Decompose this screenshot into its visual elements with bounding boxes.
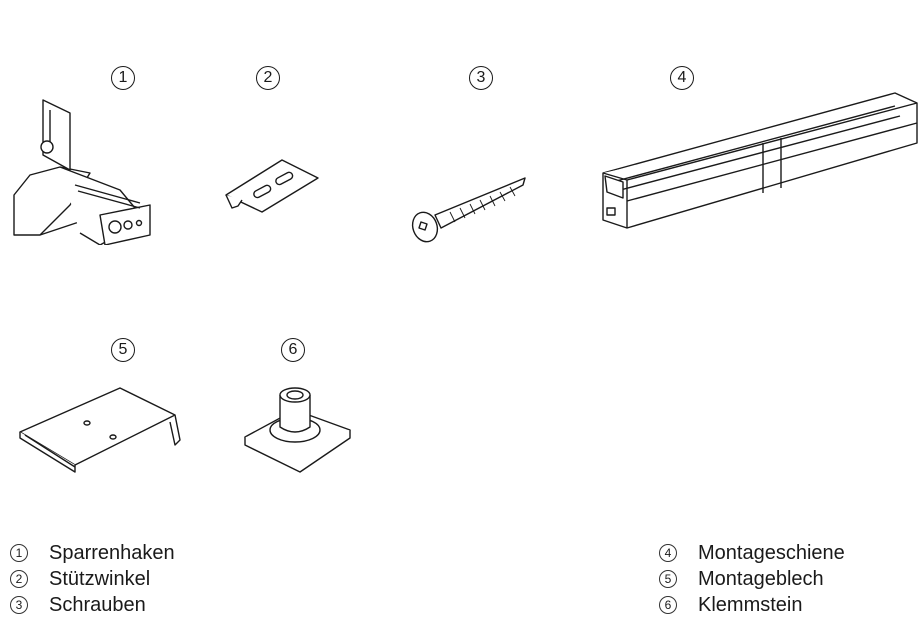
callout-1: 1 <box>111 66 135 90</box>
mounting-rail-drawing <box>602 92 918 229</box>
callout-6: 6 <box>281 338 305 362</box>
support-bracket-drawing <box>225 159 319 213</box>
callout-5: 5 <box>111 338 135 362</box>
legend-label: Montageblech <box>698 567 824 590</box>
callout-3: 3 <box>469 66 493 90</box>
legend-item: 5 Montageblech <box>659 566 845 592</box>
legend-left: 1 Sparrenhaken 2 Stützwinkel 3 Schrauben <box>10 540 175 618</box>
callout-4: 4 <box>670 66 694 90</box>
screw-drawing <box>411 177 526 243</box>
legend-item: 4 Montageschiene <box>659 540 845 566</box>
legend-number: 3 <box>10 596 28 614</box>
legend-number: 5 <box>659 570 677 588</box>
rafter-hook-drawing <box>13 99 151 245</box>
legend-label: Sparrenhaken <box>49 541 175 564</box>
legend-label: Klemmstein <box>698 593 803 616</box>
legend-label: Schrauben <box>49 593 146 616</box>
legend-item: 3 Schrauben <box>10 592 175 618</box>
legend-item: 1 Sparrenhaken <box>10 540 175 566</box>
legend-label: Stützwinkel <box>49 567 151 590</box>
legend-right: 4 Montageschiene 5 Montageblech 6 Klemmstei… <box>659 540 845 618</box>
clamp-stone-drawing <box>244 387 351 473</box>
legend-item: 2 Stützwinkel <box>10 566 175 592</box>
legend-number: 6 <box>659 596 677 614</box>
mounting-plate-drawing <box>19 387 181 473</box>
legend-item: 6 Klemmstein <box>659 592 845 618</box>
legend-label: Montageschiene <box>698 541 845 564</box>
legend-number: 2 <box>10 570 28 588</box>
callout-2: 2 <box>256 66 280 90</box>
legend-number: 4 <box>659 544 677 562</box>
legend-number: 1 <box>10 544 28 562</box>
